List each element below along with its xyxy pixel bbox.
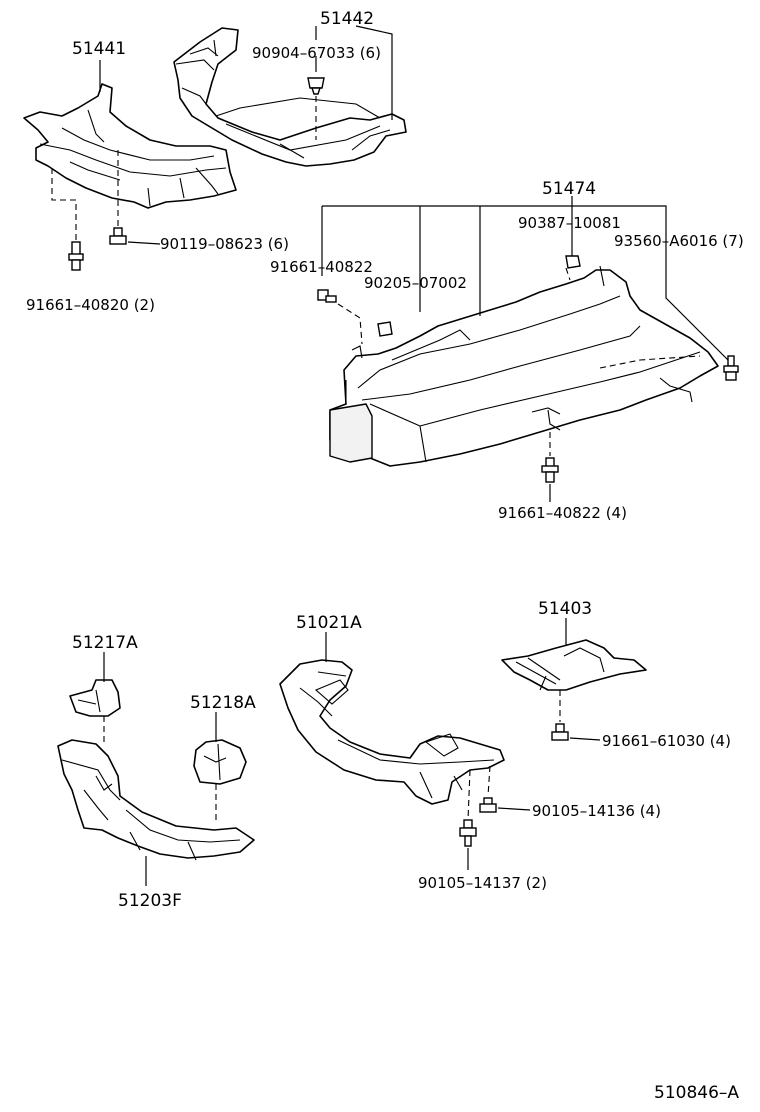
leader-51474-frame xyxy=(321,205,729,361)
leader-90105-14136 xyxy=(497,807,531,811)
dash-51021A-bolt xyxy=(467,769,471,821)
part-51474-main-cover xyxy=(329,265,719,467)
part-51403-bracket xyxy=(501,639,647,691)
leader-91661-61030 xyxy=(569,737,601,741)
bolt-93560-A6016-icon xyxy=(723,355,739,381)
label-90387-10081: 90387–10081 xyxy=(518,214,621,232)
bolt-90105-14137-icon xyxy=(459,819,477,847)
label-51218A: 51218A xyxy=(190,693,256,713)
bolt-90119-08623-icon xyxy=(109,227,127,245)
dash-51441-bolt-left xyxy=(51,168,77,240)
bolt-91661-40822-bottom-icon xyxy=(541,457,559,483)
dash-51474-mid xyxy=(565,267,571,281)
bolt-91661-40822-left-icon xyxy=(317,289,337,303)
dash-51021A-bolt-right xyxy=(487,765,491,797)
nut-90387-10081-icon xyxy=(565,255,581,269)
clip-90904-67033-icon xyxy=(307,77,325,95)
bolt-91661-40820-icon xyxy=(68,241,84,271)
dash-51474-left xyxy=(337,303,363,345)
label-90105-14137: 90105–14137 (2) xyxy=(418,874,547,892)
label-91661-40822-left: 91661–40822 xyxy=(270,258,373,276)
part-51442-skid-plate xyxy=(173,27,407,167)
bolt-91661-61030-icon xyxy=(551,723,569,741)
label-51403: 51403 xyxy=(538,599,592,619)
label-90105-14136: 90105–14136 (4) xyxy=(532,802,661,820)
label-90904-67033: 90904–67033 (6) xyxy=(252,44,381,62)
part-51203F-frame xyxy=(57,739,255,861)
label-91661-40822-bottom: 91661–40822 (4) xyxy=(498,504,627,522)
label-51203F: 51203F xyxy=(118,891,182,911)
bolt-90105-14136-icon xyxy=(479,797,497,813)
part-51441-cover xyxy=(23,83,237,209)
label-93560-A6016: 93560–A6016 (7) xyxy=(614,232,744,250)
label-90205-07002: 90205–07002 xyxy=(364,274,467,292)
label-91661-61030: 91661–61030 (4) xyxy=(602,732,731,750)
label-51217A: 51217A xyxy=(72,633,138,653)
label-51442: 51442 xyxy=(320,9,374,29)
label-51441: 51441 xyxy=(72,39,126,59)
part-51217A-mount xyxy=(69,679,121,717)
part-51218A-mount xyxy=(193,739,247,785)
leader-90119-08623 xyxy=(127,241,161,245)
dash-51474-right xyxy=(599,355,701,369)
leader-51442 xyxy=(355,25,393,120)
part-51021A-crossmember xyxy=(279,659,505,805)
nut-90205-07002-icon xyxy=(377,321,393,337)
figure-id: 510846–A xyxy=(654,1083,739,1103)
label-91661-40820: 91661–40820 (2) xyxy=(26,296,155,314)
label-90119-08623: 90119–08623 (6) xyxy=(160,235,289,253)
label-51474: 51474 xyxy=(542,179,596,199)
label-51021A: 51021A xyxy=(296,613,362,633)
